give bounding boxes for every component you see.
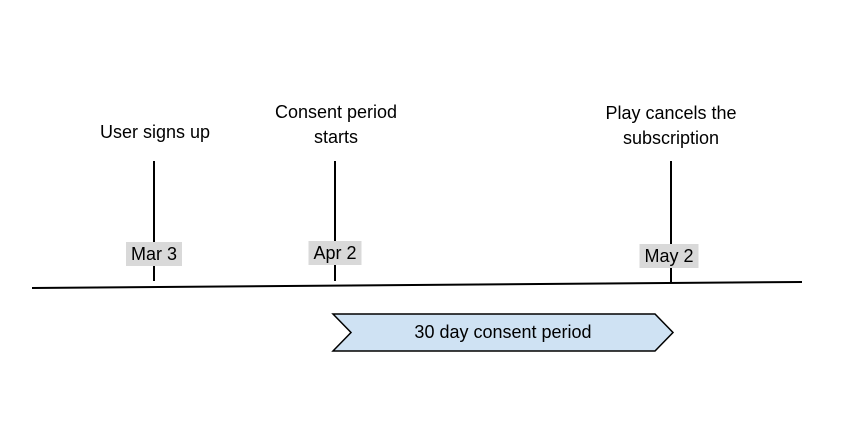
event-label-line: Play cancels the [605,103,737,123]
event-tick-may-2 [670,161,672,282]
date-badge-apr-2: Apr 2 [308,241,362,265]
event-tick-apr-2 [334,161,336,281]
event-label-user-signs-up: User signs up [100,120,210,145]
event-label-play-cancels-subscription: Play cancels the subscription [605,101,736,151]
event-label-consent-period-starts: Consent period starts [275,100,397,150]
timeline-line [31,281,803,289]
event-label-line: Consent period [274,102,398,122]
date-badge-may-2: May 2 [639,244,699,268]
event-label-line: User signs up [99,122,211,142]
event-label-line: starts [313,127,358,147]
consent-period-banner-shape [331,313,675,352]
consent-period-banner-label: 30 day consent period [414,322,592,342]
event-tick-mar-3 [153,161,155,281]
event-label-line: subscription [622,128,720,148]
date-badge-mar-3: Mar 3 [125,242,183,266]
